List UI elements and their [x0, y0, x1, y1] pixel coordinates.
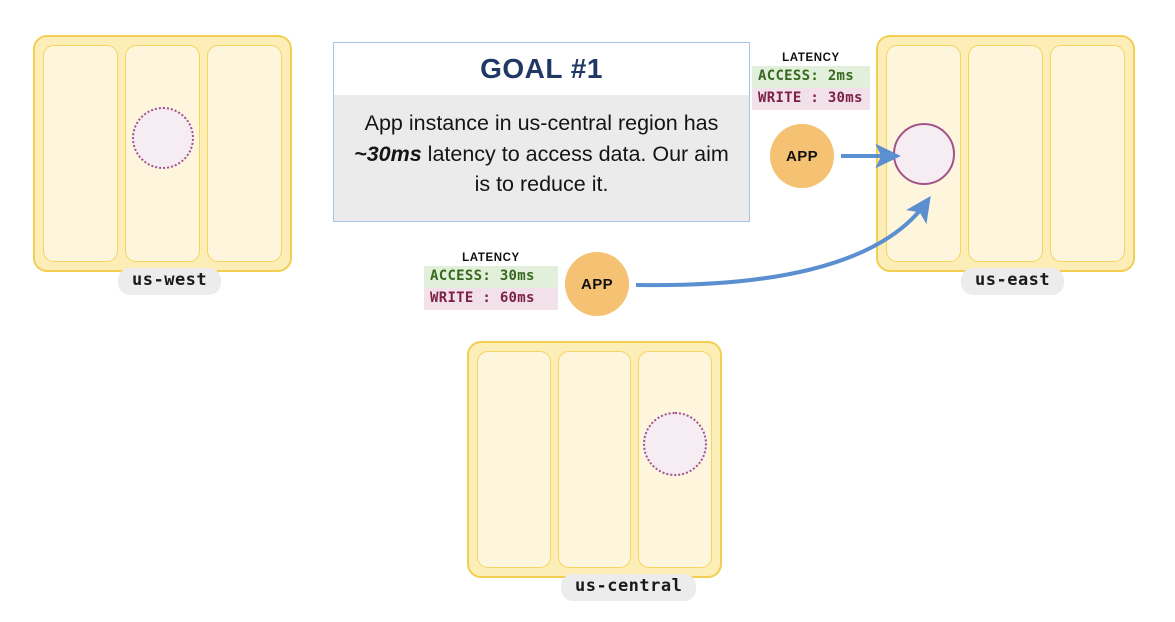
- region-label-us-central: us-central: [561, 574, 697, 601]
- app-node-us-east: APP: [770, 124, 834, 188]
- region-us-west: [33, 35, 292, 272]
- goal-text-after: latency to access data. Our aim is to re…: [421, 141, 729, 197]
- goal-text-emphasis: ~30ms: [354, 141, 422, 166]
- goal-text-before: App instance in us-central region has: [364, 111, 719, 136]
- region-label-us-east: us-east: [961, 268, 1065, 295]
- database-primary-us-east: [892, 122, 955, 185]
- zone-us-central-3: [638, 351, 713, 568]
- goal-description: App instance in us-central region has ~3…: [348, 108, 735, 200]
- zone-us-west-3: [207, 45, 282, 262]
- goal-header: GOAL #1: [334, 43, 749, 95]
- app-node-us-central-label: APP: [580, 275, 614, 293]
- goal-body: App instance in us-central region has ~3…: [334, 95, 749, 221]
- region-us-east: [876, 35, 1135, 272]
- latency-panel-us-central: LATENCY ACCESS: 30ms WRITE : 60ms: [424, 252, 558, 310]
- latency-title-us-central: LATENCY: [462, 252, 520, 264]
- latency-panel-us-east: LATENCY ACCESS: 2ms WRITE : 30ms: [752, 52, 870, 110]
- goal-callout: GOAL #1 App instance in us-central regio…: [333, 42, 750, 222]
- database-replica-us-central: [643, 412, 708, 477]
- app-node-us-central: APP: [565, 252, 629, 316]
- region-label-us-west: us-west: [118, 268, 222, 295]
- goal-title: GOAL #1: [480, 53, 603, 84]
- zone-us-east-1: [886, 45, 961, 262]
- latency-write-row-us-east: WRITE : 30ms: [752, 87, 870, 110]
- region-us-central: [467, 341, 722, 578]
- latency-title-us-east: LATENCY: [782, 52, 840, 64]
- zone-us-central-2: [557, 351, 632, 568]
- zone-us-west-1: [43, 45, 118, 262]
- app-node-us-east-label: APP: [785, 147, 819, 165]
- zone-us-central-1: [477, 351, 551, 568]
- zone-us-west-2: [125, 45, 200, 262]
- zone-us-east-3: [1050, 45, 1125, 262]
- latency-write-row-us-central: WRITE : 60ms: [424, 287, 558, 310]
- database-replica-us-west: [131, 107, 194, 170]
- zone-us-east-2: [968, 45, 1043, 262]
- latency-access-row-us-central: ACCESS: 30ms: [424, 266, 558, 288]
- latency-access-row-us-east: ACCESS: 2ms: [752, 66, 870, 88]
